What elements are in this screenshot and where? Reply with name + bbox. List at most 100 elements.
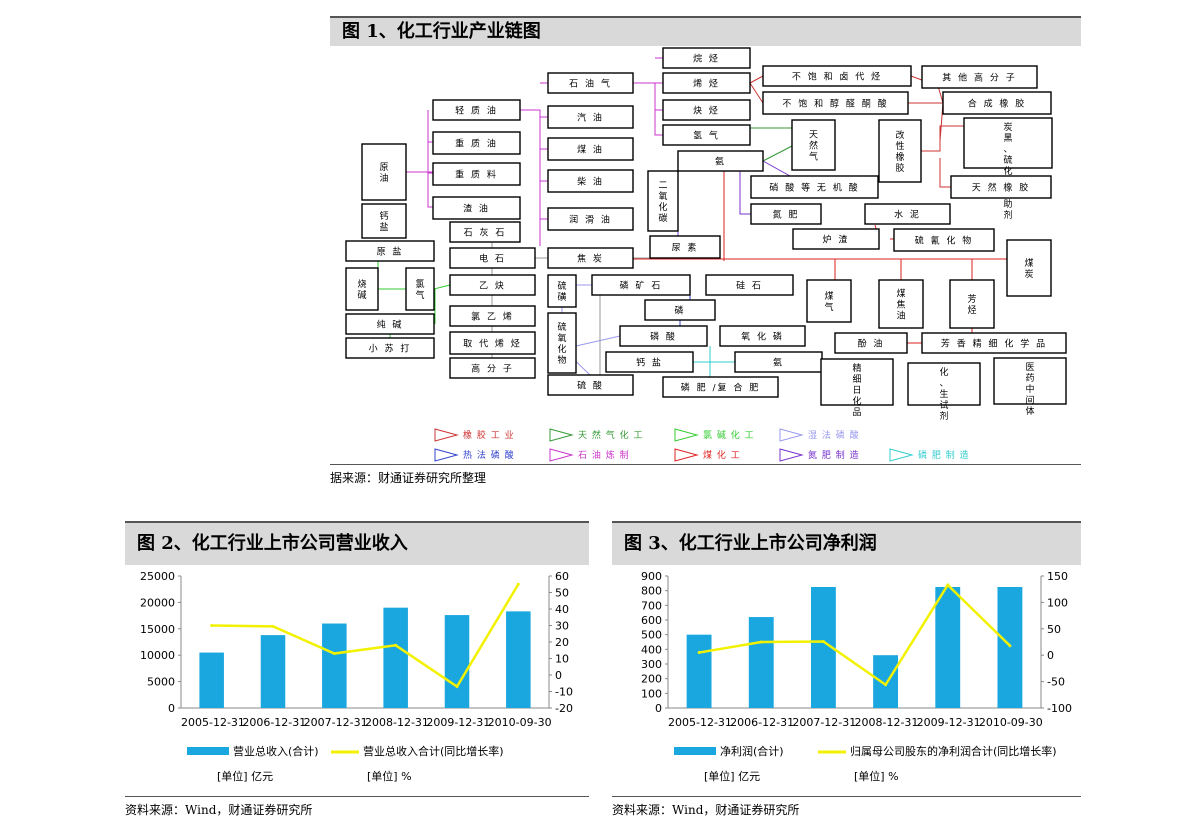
svg-text:小 苏 打: 小 苏 打 — [369, 343, 412, 355]
x-tick-label: 2005-12-31 — [181, 716, 245, 729]
svg-text:氯 乙 烯: 氯 乙 烯 — [471, 311, 514, 323]
svg-text:氧 化 磷: 氧 化 磷 — [741, 331, 784, 343]
y2-tick-label: 50 — [555, 587, 569, 600]
svg-text:试: 试 — [939, 399, 948, 411]
y-tick-label: 500 — [641, 629, 662, 642]
node-hydrogen: 氢 气 — [662, 124, 751, 146]
node-crude_oil: 原油 — [361, 143, 407, 201]
edge-15 — [749, 82, 764, 104]
growth-point — [210, 624, 214, 627]
node-light_oil: 轻 质 油 — [432, 99, 521, 121]
svg-text:取 代 烯 烃: 取 代 烯 烃 — [463, 338, 522, 350]
svg-text:电 石: 电 石 — [479, 253, 506, 265]
svg-text:焦 炭: 焦 炭 — [577, 253, 604, 265]
svg-text:日: 日 — [852, 385, 861, 396]
bar — [506, 611, 531, 708]
svg-text:重 质 油: 重 质 油 — [455, 138, 498, 150]
growth-point — [759, 640, 763, 644]
y2-tick-label: -10 — [555, 686, 573, 699]
y2-tick-label: -100 — [1047, 702, 1072, 715]
node-heavy_material: 重 质 料 — [432, 162, 521, 186]
svg-text:润 滑 油: 润 滑 油 — [569, 214, 612, 226]
y2-tick-label: 50 — [1047, 623, 1061, 636]
svg-text:炭: 炭 — [1003, 122, 1012, 133]
svg-text:性: 性 — [895, 140, 904, 152]
figure1-title: 图 1、化工行业产业链图 — [330, 16, 1081, 46]
node-pvc: 氯 乙 烯 — [449, 305, 536, 327]
bar — [748, 617, 774, 708]
svg-text:氧: 氧 — [658, 190, 667, 202]
edge-4 — [520, 109, 541, 246]
svg-text:柴 油: 柴 油 — [577, 176, 604, 188]
svg-text:渣 油: 渣 油 — [463, 203, 490, 215]
growth-point — [821, 639, 825, 643]
svg-text:烧: 烧 — [357, 278, 366, 290]
svg-text:湿 法 磷 酸: 湿 法 磷 酸 — [808, 429, 860, 441]
svg-text:改: 改 — [895, 129, 904, 141]
svg-text:重 质 料: 重 质 料 — [455, 169, 498, 181]
y-tick-label: 5000 — [147, 676, 175, 689]
svg-text:烷 烃: 烷 烃 — [693, 53, 720, 65]
x-tick-label: 2008-12-31 — [365, 716, 429, 729]
svg-text:胶: 胶 — [895, 162, 904, 174]
y2-tick-label: 0 — [555, 669, 562, 682]
svg-text:原 盐: 原 盐 — [377, 246, 404, 258]
svg-text:氯 碱 化 工: 氯 碱 化 工 — [703, 429, 755, 441]
node-lubricant: 润 滑 油 — [547, 207, 634, 231]
x-tick-label: 2007-12-31 — [792, 716, 856, 729]
unit-right: [单位] % — [367, 769, 412, 783]
growth-line — [698, 582, 1011, 687]
svg-text:细: 细 — [852, 373, 861, 385]
svg-text:热 法 磷 酸: 热 法 磷 酸 — [463, 449, 515, 461]
x-tick-label: 2010-09-30 — [488, 716, 552, 729]
node-coke: 焦 炭 — [547, 247, 634, 269]
legend-label-bar: 营业总收入(合计) — [233, 744, 319, 758]
node-coal_tar: 煤焦油 — [878, 279, 924, 329]
svg-text:油: 油 — [896, 310, 905, 322]
svg-text:尿 素: 尿 素 — [672, 242, 699, 254]
legend-label-line: 归属母公司股东的净利润合计(同比增长率) — [850, 744, 1057, 758]
node-slag: 炉 渣 — [792, 228, 880, 250]
node-ammonia2: 氨 — [734, 351, 823, 373]
y-tick-label: 100 — [641, 687, 662, 700]
node-aromatic_fine: 芳 香 精 细 化 学 品 — [921, 332, 1067, 354]
svg-text:、: 、 — [1003, 145, 1012, 155]
node-syn_rubber: 合 成 橡 胶 — [942, 91, 1052, 115]
node-calcium_salt: 钙盐 — [361, 203, 407, 239]
y-tick-label: 10000 — [140, 649, 175, 662]
svg-text:硫: 硫 — [557, 280, 566, 292]
legend-label-bar: 净利润(合计) — [720, 744, 784, 758]
y2-tick-label: 150 — [1047, 570, 1068, 583]
y2-tick-label: 30 — [555, 620, 569, 633]
y-tick-label: 300 — [641, 658, 662, 671]
figure2-title: 图 2、化工行业上市公司营业收入 — [125, 521, 589, 565]
legend-item-1: 天 然 气 化 工 — [549, 428, 642, 442]
x-tick-label: 2006-12-31 — [730, 716, 794, 729]
svg-text:煤: 煤 — [1024, 257, 1033, 269]
node-phosphoric_acid: 磷 酸 — [619, 325, 708, 347]
svg-text:烃: 烃 — [967, 304, 976, 316]
y-tick-label: 0 — [655, 702, 662, 715]
node-phos_fert: 磷 肥 /复 合 肥 — [662, 376, 779, 398]
bar — [686, 634, 712, 708]
bar — [199, 652, 224, 708]
svg-text:钙: 钙 — [379, 210, 388, 222]
x-tick-label: 2009-12-31 — [426, 716, 490, 729]
svg-text:黑: 黑 — [1003, 133, 1012, 144]
x-tick-label: 2009-12-31 — [917, 716, 981, 729]
svg-text:磷 肥 制 造: 磷 肥 制 造 — [918, 449, 970, 461]
node-sulfur_iron: 硫磺 — [547, 274, 577, 308]
svg-text:硝 酸 等 无 机 酸: 硝 酸 等 无 机 酸 — [769, 182, 859, 194]
edge-45 — [575, 335, 621, 347]
growth-point — [516, 582, 520, 586]
svg-text:煤: 煤 — [824, 290, 833, 302]
x-tick-label: 2007-12-31 — [304, 716, 368, 729]
node-olefin: 烯 烃 — [662, 72, 751, 94]
svg-text:磷 肥 /复 合 肥: 磷 肥 /复 合 肥 — [681, 382, 760, 394]
growth-point — [697, 651, 701, 655]
svg-text:硫 酸: 硫 酸 — [577, 380, 604, 392]
svg-text:不 饱 和 卤 代 烃: 不 饱 和 卤 代 烃 — [792, 71, 882, 83]
node-sulfuric_acid: 硫 酸 — [547, 374, 634, 396]
node-other_polymer: 其 他 高 分 子 — [921, 65, 1038, 89]
